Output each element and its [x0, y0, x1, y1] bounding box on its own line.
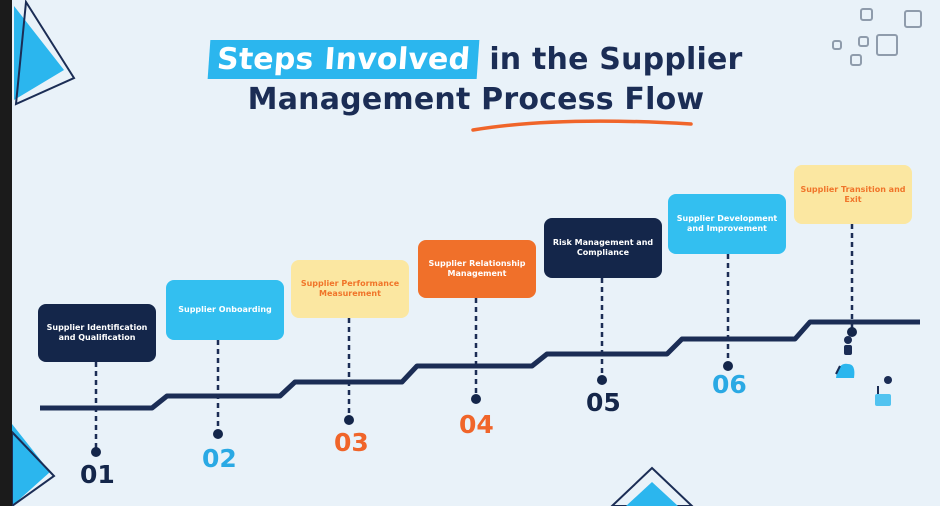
- staircase-line: [40, 319, 920, 411]
- square-decoration: [876, 34, 898, 56]
- step-dot-03: [344, 415, 354, 425]
- step-box-05: Risk Management and Compliance: [544, 218, 662, 278]
- page-title-line-1: Steps Involved in the Supplier: [12, 40, 940, 79]
- square-decoration: [850, 54, 862, 66]
- step-dot-01: [91, 447, 101, 457]
- square-decoration: [858, 36, 869, 47]
- step-label-03: Supplier Performance Measurement: [300, 279, 400, 298]
- step-box-01: Supplier Identification and Qualificatio…: [38, 304, 156, 362]
- triangle-decoration-bottom-center: [610, 466, 694, 506]
- title-line2-a: Management: [247, 82, 482, 117]
- square-decoration: [832, 40, 842, 50]
- step-number-04: 04: [459, 410, 494, 439]
- step-dot-02: [213, 429, 223, 439]
- step-label-07: Supplier Transition and Exit: [800, 184, 906, 204]
- triangle-decoration-bottom-left: [12, 424, 56, 506]
- square-decoration: [860, 8, 873, 21]
- step-dot-07: [847, 327, 857, 337]
- step-box-04: Supplier Relationship Management: [418, 240, 536, 298]
- diagram-canvas: Steps Involved in the Supplier Managemen…: [12, 0, 940, 506]
- step-label-05: Risk Management and Compliance: [552, 238, 654, 257]
- step-number-05: 05: [586, 388, 621, 417]
- step-dot-04: [471, 394, 481, 404]
- flag-icon: [875, 376, 892, 406]
- step-label-04: Supplier Relationship Management: [428, 259, 526, 278]
- title-underline-swoosh: [471, 119, 693, 132]
- step-number-03: 03: [334, 428, 369, 457]
- step-box-02: Supplier Onboarding: [166, 280, 284, 340]
- step-label-06: Supplier Development and Improvement: [676, 214, 778, 233]
- title-line2-b: Process Flow: [481, 82, 705, 117]
- step-label-01: Supplier Identification and Qualificatio…: [46, 323, 148, 342]
- step-number-02: 02: [202, 444, 237, 473]
- step-dot-05: [597, 375, 607, 385]
- step-number-06: 06: [712, 370, 747, 399]
- title-line1-rest: in the Supplier: [489, 42, 743, 77]
- step-label-02: Supplier Onboarding: [178, 305, 272, 314]
- triangle-decoration-top-left: [14, 0, 76, 106]
- step-dot-06: [723, 361, 733, 371]
- step-box-06: Supplier Development and Improvement: [668, 194, 786, 254]
- person-climbing-icon: [835, 336, 855, 378]
- step-box-03: Supplier Performance Measurement: [291, 260, 409, 318]
- page-title-line-2: Management Process Flow: [12, 82, 940, 117]
- step-box-07: Supplier Transition and Exit: [794, 165, 912, 224]
- square-decoration: [904, 10, 922, 28]
- step-number-01: 01: [80, 460, 115, 489]
- process-staircase: [40, 224, 920, 457]
